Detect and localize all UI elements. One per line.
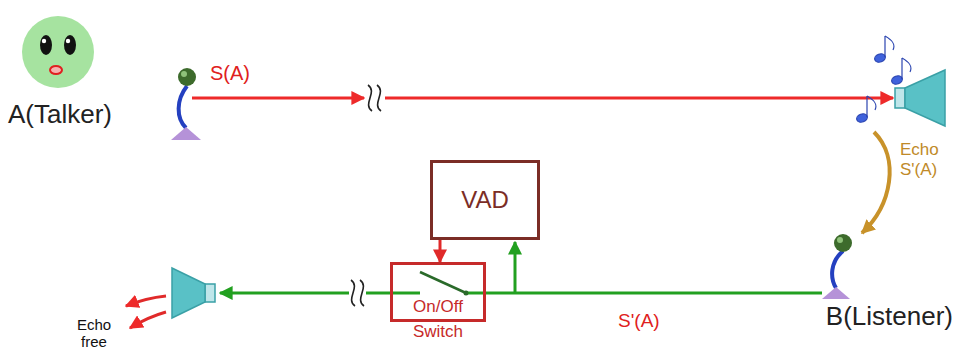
mic-head [178,68,196,86]
speaker-cone [172,268,205,318]
return-line [220,292,349,295]
eye [64,35,76,55]
speaker-body [205,284,215,302]
note-stem [866,96,867,117]
signal-label: S(A) [210,62,250,85]
break-mark [368,85,372,111]
sound-arrow [130,312,166,328]
mic-head [834,234,852,252]
break-mark [351,280,355,306]
sound-arrow [126,296,166,306]
break-mark [377,85,381,111]
result-label: Echo free [70,316,118,351]
note-flag [885,36,894,50]
eye [40,35,52,55]
mic-base [822,287,850,299]
eye-highlight [66,39,70,43]
eye-highlight [42,39,46,43]
talker-face [22,16,94,88]
echo-arrow [862,132,890,233]
note-flag [902,58,911,72]
note-stem [884,36,885,57]
music-notes [855,36,911,124]
mouth [50,66,62,74]
mic-stem [179,86,187,128]
speaker-body [895,88,905,108]
switch-contact [464,291,469,296]
echo-label: Echo S'(A) [900,140,952,179]
speaker-cone [905,70,945,126]
mic-highlight [837,237,843,243]
vad-input-line [514,242,517,293]
mic-highlight [181,71,187,77]
control-arrow [439,240,442,262]
return-line [366,292,420,295]
note-stem [901,58,902,79]
box-label: On/Off [413,297,463,317]
switch-box: On/OffSwitch [390,262,486,322]
switch-lever [420,272,466,293]
break-mark [360,280,364,306]
mic-base [171,127,201,140]
box-heading: Switch [413,322,463,342]
listener-label: B(Listener) [826,302,953,332]
return-line [466,292,822,295]
signal-line [385,97,893,100]
signal-line [192,97,364,100]
signal-label: S'(A) [618,310,660,332]
vad-box: VAD [430,160,540,240]
box-label: VAD [461,186,509,214]
mic-stem [832,251,843,288]
note-flag [867,96,876,110]
talker-label: A(Talker) [8,100,112,130]
